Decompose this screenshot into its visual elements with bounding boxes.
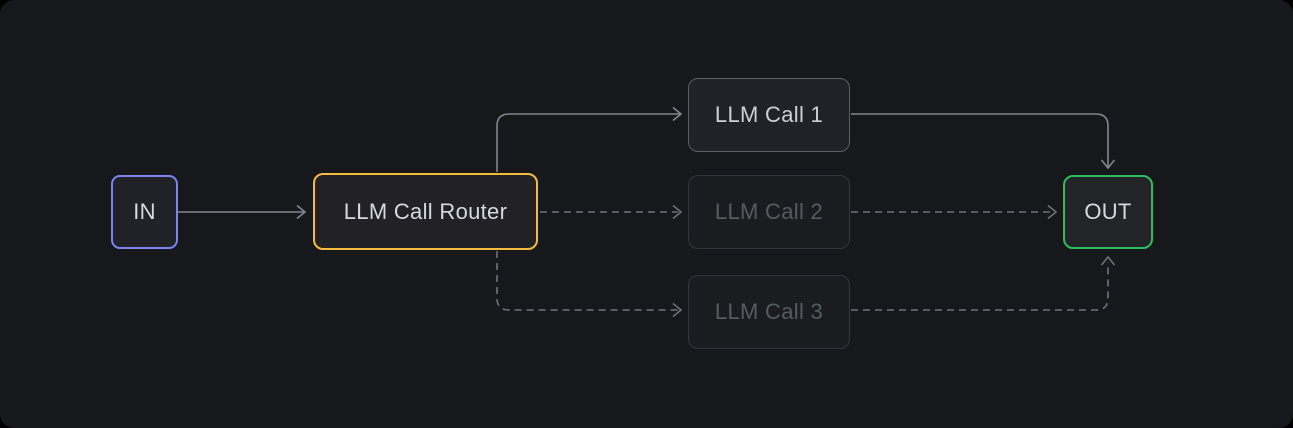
- arrow-right-icon: [1047, 204, 1058, 220]
- node-out-label: OUT: [1084, 199, 1132, 224]
- node-llm-call-router: LLM Call Router: [313, 173, 538, 250]
- edge-call2-to-out: [851, 204, 1058, 220]
- node-in-label: IN: [133, 199, 156, 224]
- arrow-right-icon: [296, 204, 307, 220]
- node-llm-call-1-label: LLM Call 1: [714, 102, 824, 127]
- node-llm-call-3: LLM Call 3: [688, 275, 850, 349]
- arrow-right-icon: [672, 204, 683, 220]
- node-out: OUT: [1063, 175, 1153, 249]
- node-llm-call-2: LLM Call 2: [688, 175, 850, 249]
- node-llm-call-2-label: LLM Call 2: [714, 199, 824, 224]
- arrow-down-icon: [1100, 159, 1116, 170]
- arrow-right-icon: [672, 302, 683, 318]
- edge-call1-to-out: [851, 113, 1116, 170]
- edge-router-to-call1: [496, 106, 683, 172]
- arrow-up-icon: [1100, 255, 1116, 266]
- node-llm-call-3-label: LLM Call 3: [714, 299, 824, 324]
- arrow-right-icon: [672, 106, 683, 122]
- node-llm-call-1: LLM Call 1: [688, 78, 850, 152]
- edge-router-to-call3: [496, 251, 683, 318]
- node-llm-call-router-label: LLM Call Router: [343, 198, 508, 224]
- node-in: IN: [111, 175, 178, 249]
- edge-call3-to-out: [851, 255, 1116, 311]
- edge-router-to-call2: [540, 204, 683, 220]
- edge-in-to-router: [178, 204, 307, 220]
